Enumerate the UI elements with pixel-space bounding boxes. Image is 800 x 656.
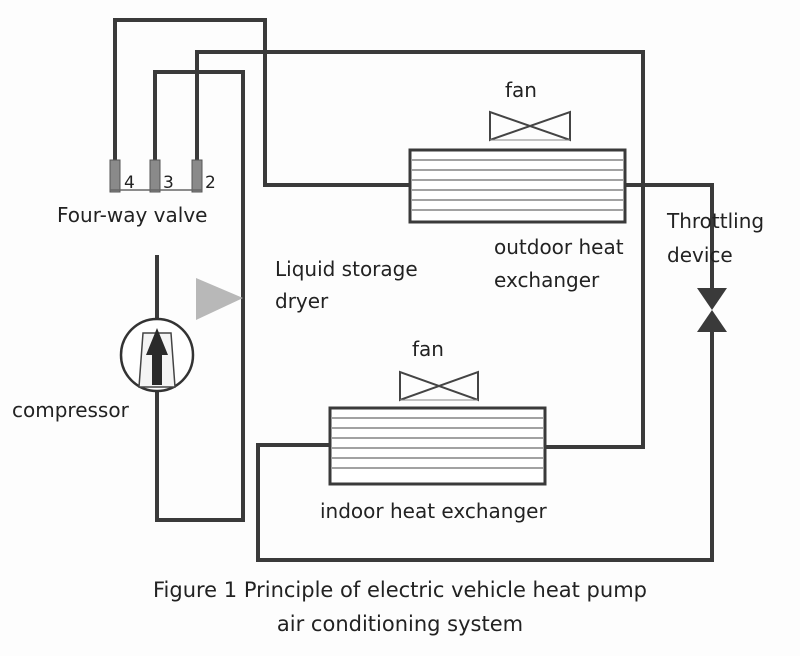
pipe-port3-suction-loop <box>153 70 245 522</box>
indoor-hx-label: indoor heat exchanger <box>320 499 547 523</box>
throttling-label-line1: Throttling <box>666 209 764 233</box>
throttling-device-icon <box>697 288 727 332</box>
outdoor-fan-label: fan <box>505 78 537 102</box>
valve-port-2 <box>191 159 203 193</box>
throttling-label-line2: device <box>667 243 733 267</box>
valve-port-4-label: 4 <box>124 173 135 193</box>
valve-port-3 <box>149 159 161 193</box>
compressor-icon <box>119 317 195 393</box>
dryer-label-line2: dryer <box>275 289 329 313</box>
dryer-label-line1: Liquid storage <box>275 257 418 281</box>
liquid-storage-dryer-icon <box>196 278 243 320</box>
pipe-outdoor-hx-to-throttling <box>625 183 714 290</box>
outdoor-fan-icon <box>489 110 571 142</box>
pipe-indoor-hx-to-throttling <box>256 330 714 562</box>
outdoor-hx-label-line1: outdoor heat <box>494 235 624 259</box>
indoor-fan-label: fan <box>412 337 444 361</box>
outdoor-heat-exchanger <box>408 148 627 224</box>
four-way-valve-label: Four-way valve <box>57 203 207 227</box>
pipe-port2-to-indoor-hx <box>195 50 645 449</box>
valve-port-2-label: 2 <box>205 173 216 193</box>
indoor-fan-icon <box>399 370 479 402</box>
indoor-heat-exchanger <box>328 406 547 486</box>
figure-caption-line1: Figure 1 Principle of electric vehicle h… <box>153 578 647 602</box>
pipe-port4-to-outdoor-hx <box>113 18 410 187</box>
valve-port-4 <box>109 159 121 193</box>
figure-caption-line2: air conditioning system <box>277 612 523 636</box>
outdoor-hx-label-line2: exchanger <box>494 268 600 292</box>
compressor-label: compressor <box>12 398 130 422</box>
valve-port-3-label: 3 <box>163 173 174 193</box>
